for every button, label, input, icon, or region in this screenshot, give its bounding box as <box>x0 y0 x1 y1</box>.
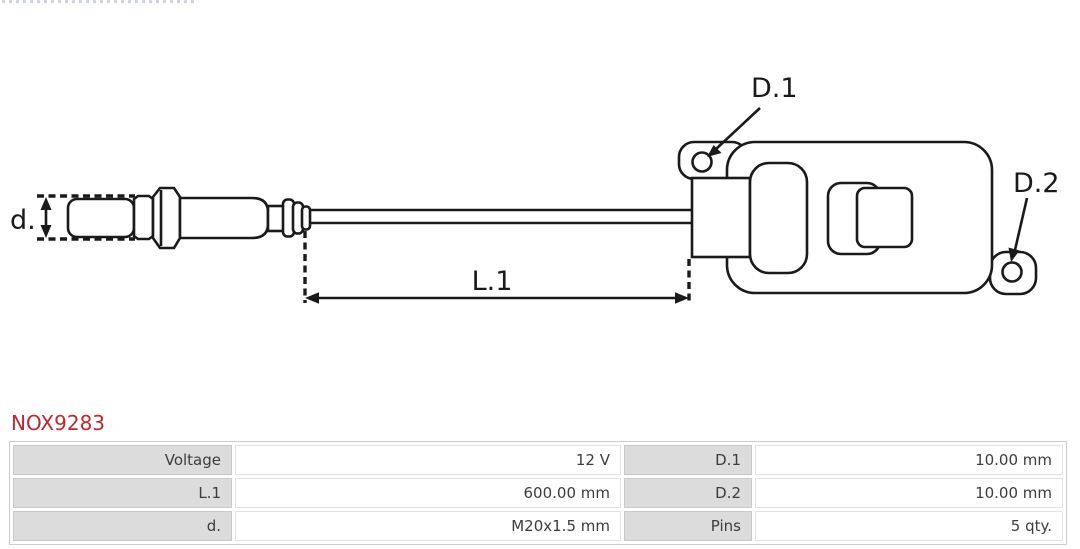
spec-value-l1: 600.00 mm <box>235 478 621 508</box>
spec-value-voltage: 12 V <box>235 445 621 475</box>
spec-value-d1: 10.00 mm <box>755 445 1063 475</box>
spec-label-d2: D.2 <box>624 478 752 508</box>
d2-label: D.2 <box>1013 168 1060 199</box>
mounting-hole-d2 <box>1001 261 1023 283</box>
cable-strain-relief-block <box>690 176 752 259</box>
l1-dimension-label: L.1 <box>472 266 513 297</box>
spec-label-voltage: Voltage <box>13 445 232 475</box>
spec-label-d1: D.1 <box>624 445 752 475</box>
spec-row-d: d. M20x1.5 mm Pins 5 qty. <box>13 511 1063 541</box>
spec-row-voltage: Voltage 12 V D.1 10.00 mm <box>13 445 1063 475</box>
hex-nut <box>151 186 182 250</box>
probe-collar <box>132 194 155 241</box>
sensor-technical-drawing: d. L.1 <box>10 73 1060 304</box>
l1-dimension-arrow <box>305 292 689 304</box>
sensor-control-module <box>677 140 1038 296</box>
probe-neck <box>266 204 286 233</box>
spec-label-pins: Pins <box>624 511 752 541</box>
spec-label-d: d. <box>13 511 232 541</box>
part-number: NOX9283 <box>11 411 106 435</box>
spec-value-d: M20x1.5 mm <box>235 511 621 541</box>
d1-label: D.1 <box>751 73 798 104</box>
mounting-hole-d1 <box>691 151 713 173</box>
sensor-cable <box>310 208 692 225</box>
module-detail-front <box>855 186 914 249</box>
d-dimension-label: d. <box>10 205 36 236</box>
d-dimension-arrow <box>40 197 52 238</box>
spec-value-d2: 10.00 mm <box>755 478 1063 508</box>
probe-tip <box>66 197 136 239</box>
spec-row-l1: L.1 600.00 mm D.2 10.00 mm <box>13 478 1063 508</box>
sensor-probe <box>66 186 312 250</box>
connector-housing <box>748 161 809 275</box>
spec-table: Voltage 12 V D.1 10.00 mm L.1 600.00 mm … <box>9 441 1067 545</box>
d1-leader-arrow <box>707 107 761 157</box>
cropped-logo-strip <box>2 0 194 3</box>
probe-body <box>178 196 270 240</box>
cable-boot-cap <box>300 205 312 231</box>
dimension-extension-lines <box>37 194 691 303</box>
spec-label-l1: L.1 <box>13 478 232 508</box>
spec-value-pins: 5 qty. <box>755 511 1063 541</box>
d2-leader-arrow <box>1008 197 1029 262</box>
